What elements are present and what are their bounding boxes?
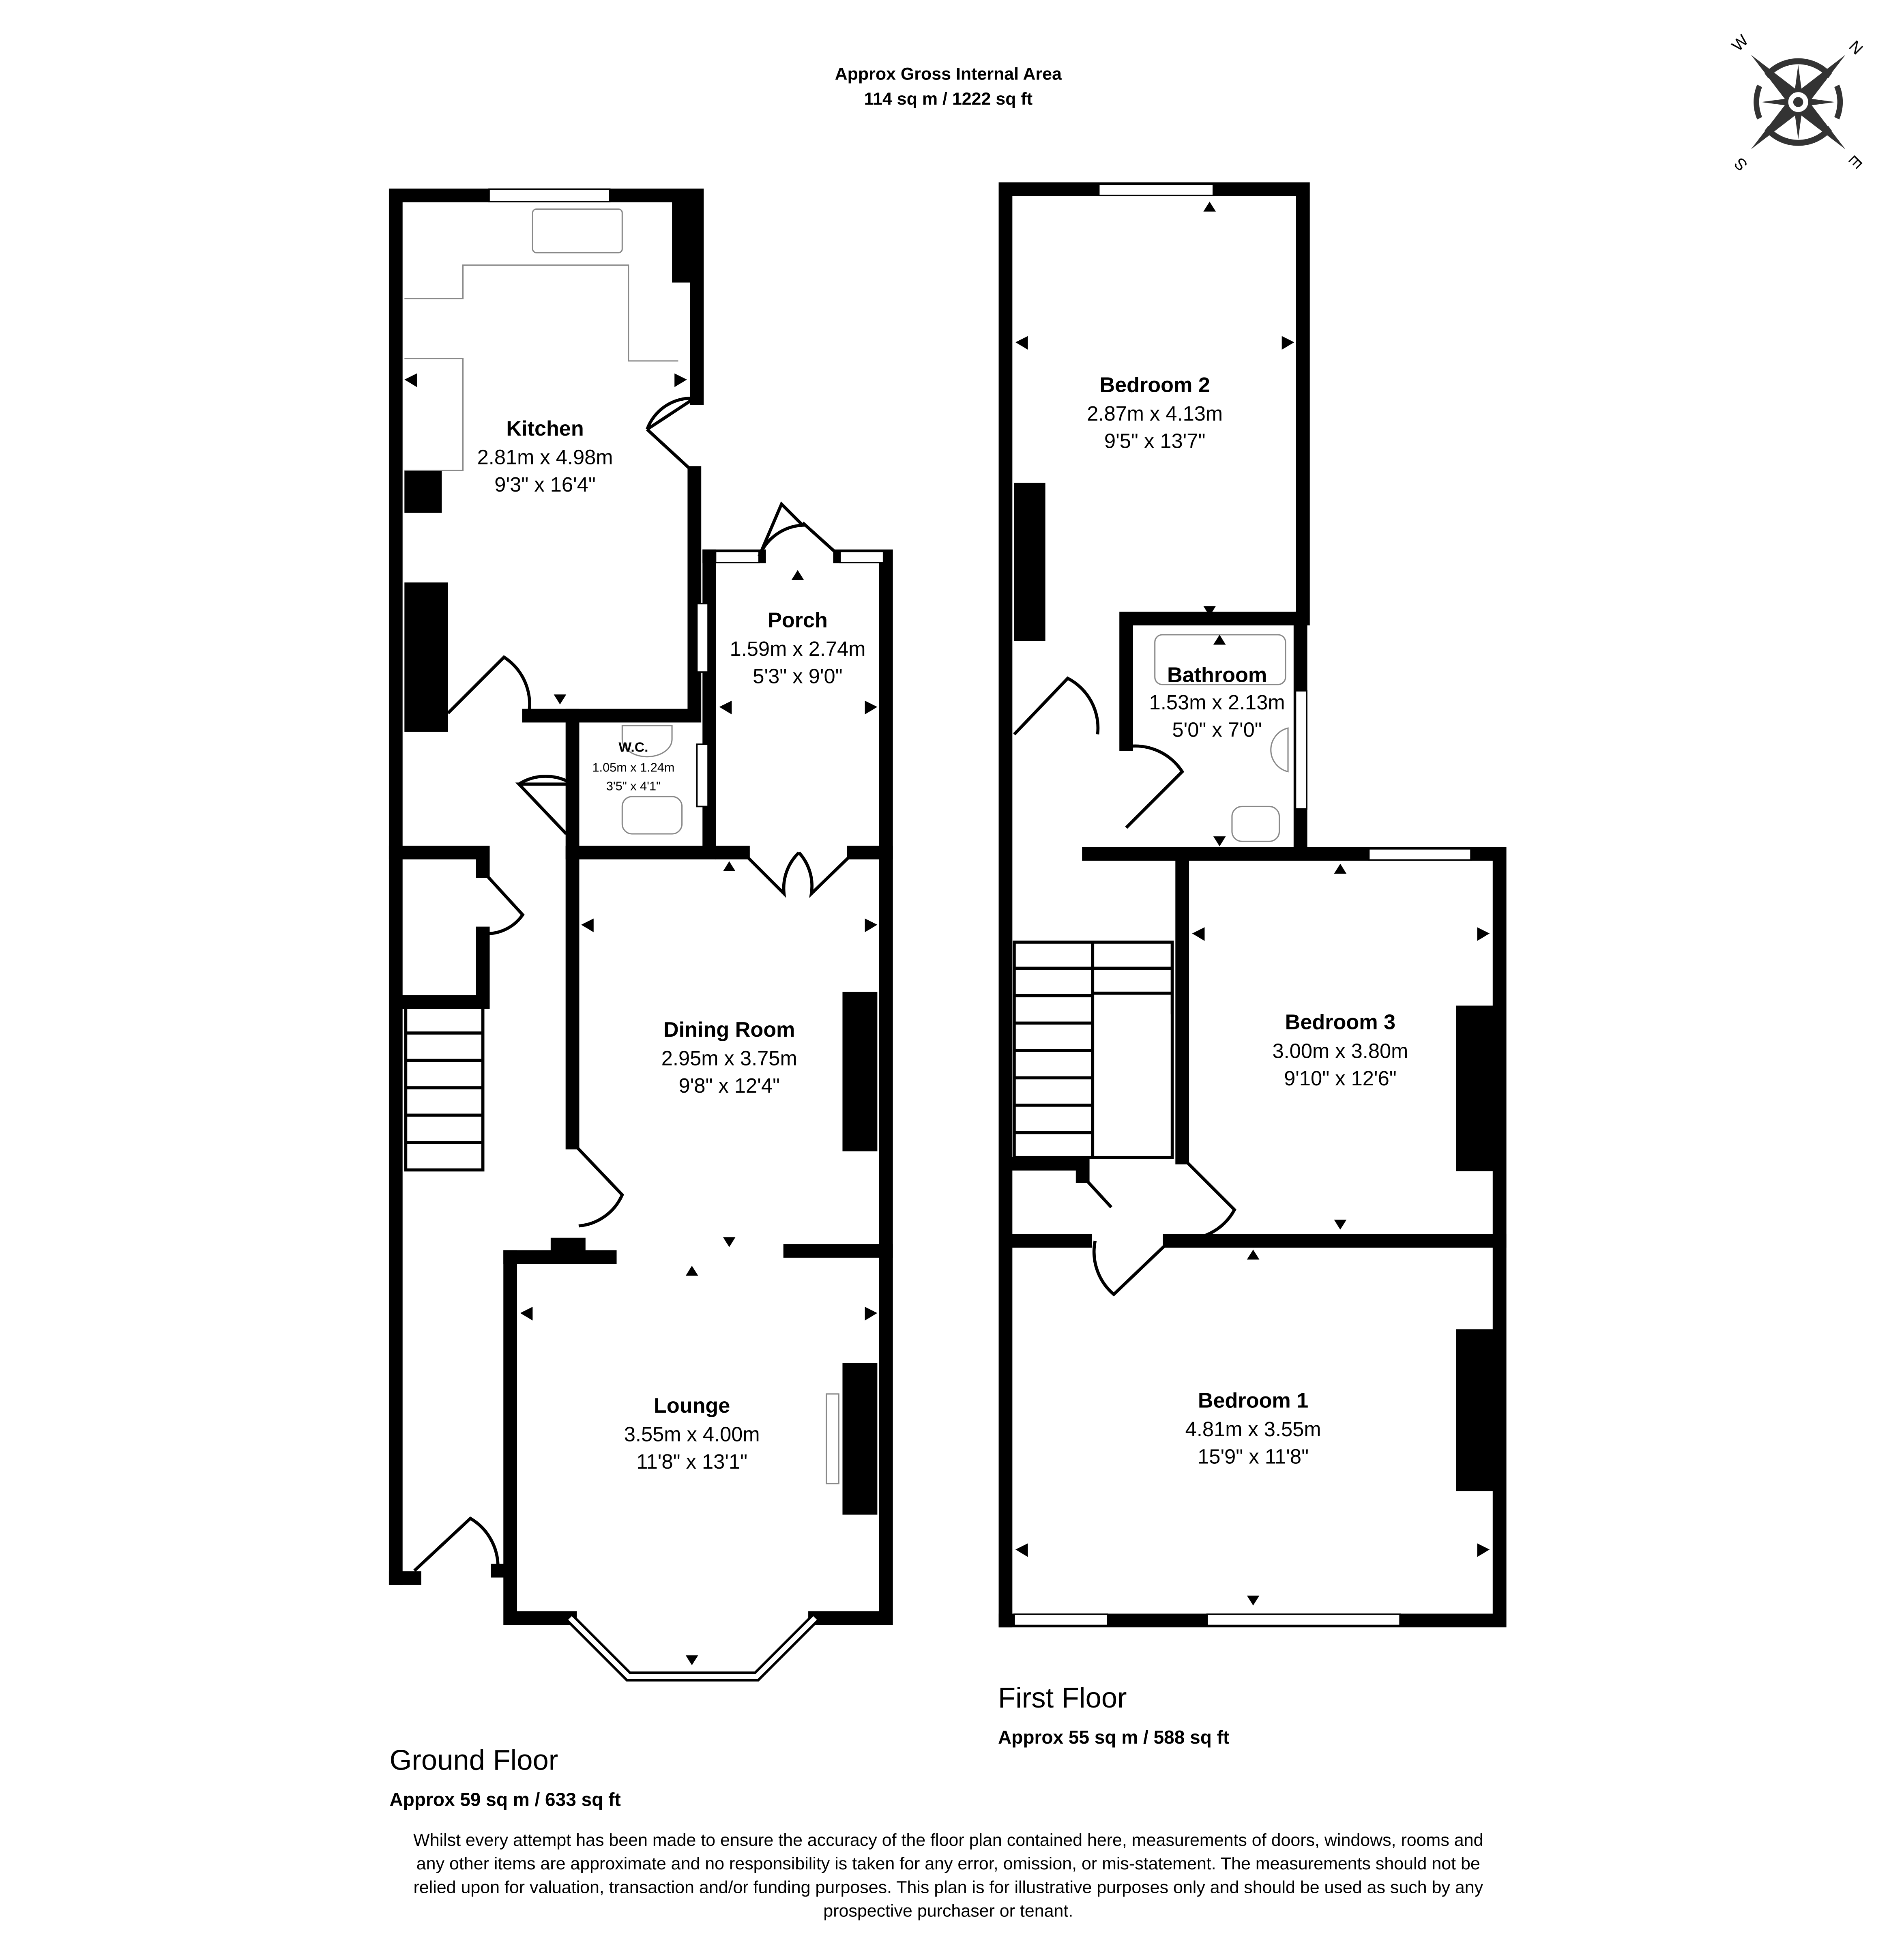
dining-metric: 2.95m x 3.75m	[661, 1047, 797, 1070]
porch-imperial: 5'3" x 9'0"	[753, 665, 842, 688]
wc-metric: 1.05m x 1.24m	[592, 760, 674, 775]
lounge-name: Lounge	[654, 1394, 730, 1418]
disclaimer-line-2: any other items are approximate and no r…	[416, 1854, 1480, 1873]
wc-imperial: 3'5" x 4'1"	[606, 779, 661, 793]
first-floor-label: First Floor	[998, 1682, 1127, 1714]
disclaimer-line-3: relied upon for valuation, transaction a…	[413, 1877, 1483, 1897]
kitchen-metric: 2.81m x 4.98m	[477, 446, 613, 469]
porch-name: Porch	[768, 609, 828, 632]
compass-icon: W N S E	[1728, 31, 1866, 174]
porch-metric: 1.59m x 2.74m	[730, 637, 866, 660]
doors-first	[1013, 676, 1236, 1297]
bedroom1-name: Bedroom 1	[1198, 1389, 1308, 1413]
bathroom-metric: 1.53m x 2.13m	[1149, 691, 1285, 714]
first-floor-area: Approx 55 sq m / 588 sq ft	[998, 1727, 1229, 1748]
bedroom1-imperial: 15'9" x 11'8"	[1198, 1445, 1309, 1468]
basin-icon-2	[1270, 727, 1289, 773]
bath-icon	[1154, 634, 1286, 685]
toilet-icon-2	[1231, 806, 1280, 842]
bedroom1-metric: 4.81m x 3.55m	[1185, 1418, 1321, 1441]
compass-e: E	[1845, 152, 1865, 172]
basin-icon	[621, 725, 673, 758]
bedroom3-imperial: 9'10" x 12'6"	[1284, 1067, 1397, 1090]
toilet-icon	[621, 796, 683, 835]
dimension-arrows-first	[1015, 202, 1490, 1606]
ground-floor-label: Ground Floor	[389, 1744, 558, 1776]
bedroom2-metric: 2.87m x 4.13m	[1087, 402, 1223, 425]
wc-name: W.C.	[618, 739, 648, 755]
ground-floor-plan: Kitchen 2.81m x 4.98m 9'3" x 16'4" Porch…	[389, 188, 893, 1682]
kitchen-imperial: 9'3" x 16'4"	[494, 473, 596, 496]
stairs	[404, 1004, 485, 1172]
bathroom-imperial: 5'0" x 7'0"	[1172, 718, 1262, 741]
compass-s: S	[1731, 154, 1751, 174]
kitchen-window	[488, 188, 611, 202]
stairs-first	[1013, 941, 1174, 1159]
dimension-arrows	[404, 373, 878, 1665]
doors	[413, 396, 855, 1572]
kitchen-name: Kitchen	[506, 417, 584, 440]
lounge-imperial: 11'8" x 13'1"	[636, 1450, 747, 1473]
hearth	[826, 1393, 839, 1484]
disclaimer-line-4: prospective purchaser or tenant.	[823, 1901, 1073, 1921]
sink-icon	[532, 208, 623, 253]
bedroom2-imperial: 9'5" x 13'7"	[1104, 430, 1206, 453]
bedroom2-name: Bedroom 2	[1099, 374, 1210, 397]
bathroom-name: Bathroom	[1167, 664, 1267, 687]
gross-area-value: 114 sq m / 1222 sq ft	[864, 89, 1032, 109]
disclaimer-line-1: Whilst every attempt has been made to en…	[413, 1830, 1483, 1850]
lounge-metric: 3.55m x 4.00m	[624, 1422, 760, 1446]
dining-name: Dining Room	[663, 1018, 795, 1042]
bedroom3-name: Bedroom 3	[1285, 1011, 1395, 1034]
dining-imperial: 9'8" x 12'4"	[678, 1074, 780, 1097]
first-floor-plan: Bedroom 2 2.87m x 4.13m 9'5" x 13'7" Bat…	[998, 182, 1507, 1628]
gross-area-title: Approx Gross Internal Area	[835, 64, 1062, 84]
compass-n: N	[1846, 37, 1866, 58]
bedroom3-metric: 3.00m x 3.80m	[1272, 1039, 1408, 1062]
compass-w: W	[1728, 31, 1752, 55]
ground-floor-area: Approx 59 sq m / 633 sq ft	[389, 1789, 620, 1810]
